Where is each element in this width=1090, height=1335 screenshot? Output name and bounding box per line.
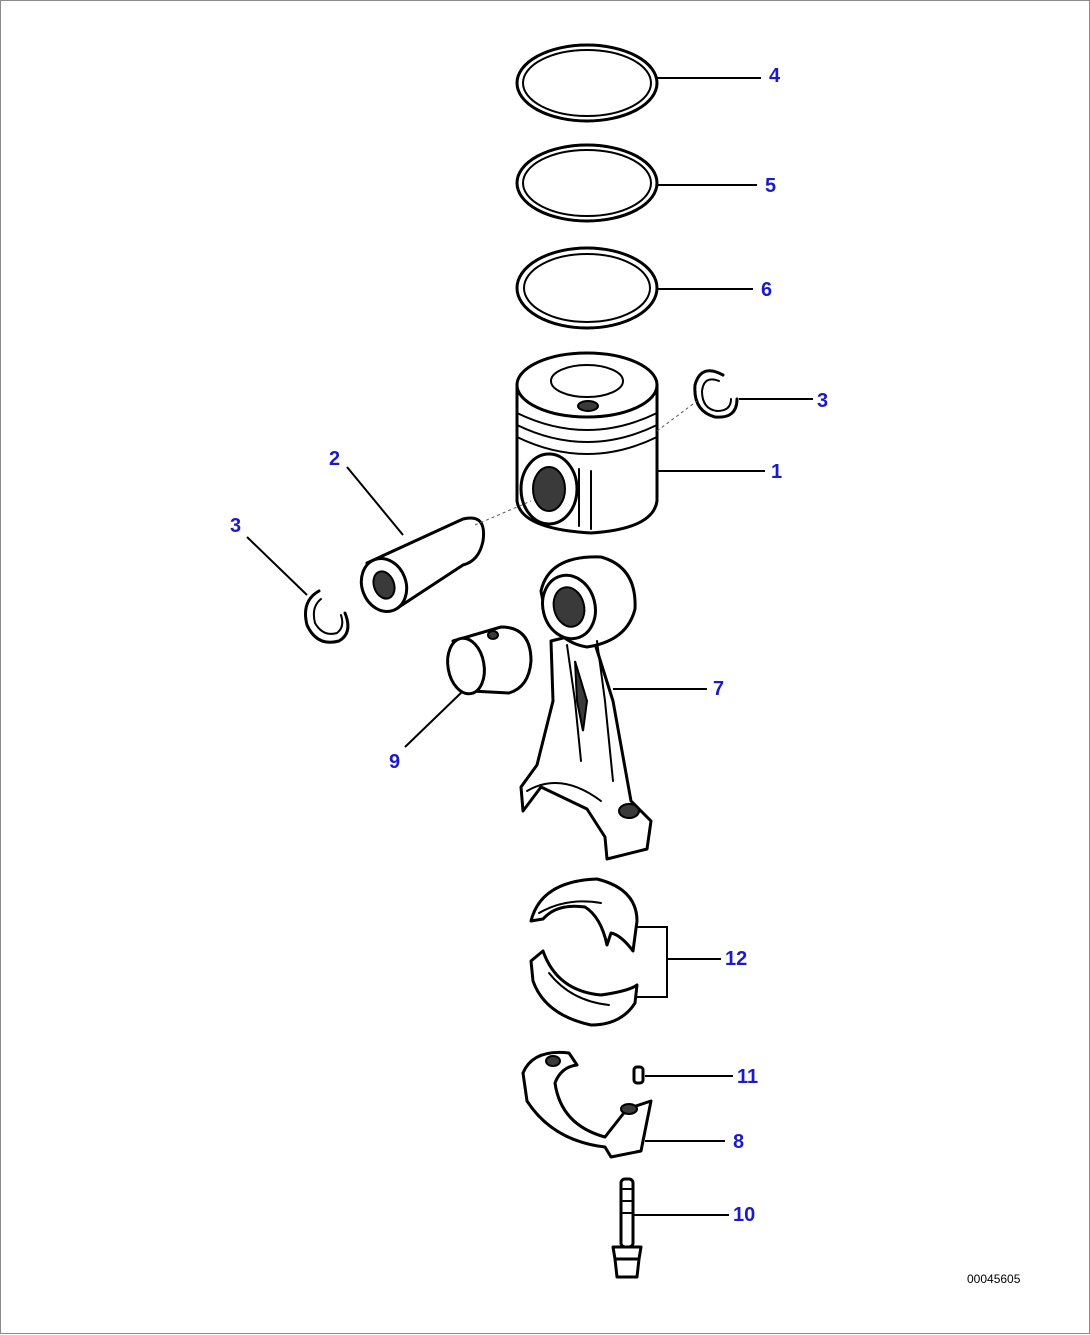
callout-1: 1 — [771, 461, 782, 483]
callout-4: 4 — [769, 65, 781, 87]
callout-2: 2 — [329, 448, 340, 470]
callout-3-right: 3 — [817, 390, 828, 412]
callout-12: 12 — [725, 948, 747, 970]
bushing-9 — [446, 625, 533, 696]
dowel-pin-11 — [632, 1065, 645, 1085]
snap-ring-3-right — [693, 369, 739, 419]
leader-9 — [404, 690, 464, 748]
snap-ring-3-left — [304, 589, 350, 644]
piston-ring-5 — [515, 143, 659, 223]
leader-2 — [346, 466, 404, 536]
callout-3-left: 3 — [230, 515, 241, 537]
callout-7: 7 — [713, 678, 724, 700]
bolt-10 — [611, 1177, 643, 1279]
callout-9: 9 — [389, 751, 400, 773]
assembly-axis-ring — [656, 400, 698, 432]
connecting-rod-7 — [519, 555, 653, 861]
rod-cap-8 — [521, 1050, 653, 1159]
piston-ring-6 — [515, 246, 659, 330]
piston-ring-4 — [515, 43, 659, 123]
callout-10: 10 — [733, 1204, 755, 1226]
callout-8: 8 — [733, 1131, 744, 1153]
figure-id: 00045605 — [967, 1272, 1021, 1286]
piston-pin-2 — [359, 516, 486, 613]
leader-3-left — [246, 536, 308, 596]
callout-5: 5 — [765, 175, 776, 197]
assembly-axis-pin — [474, 500, 532, 526]
leader-12 — [637, 926, 668, 998]
callout-6: 6 — [761, 279, 772, 301]
rod-bearing-12 — [529, 877, 639, 1027]
piston-1 — [515, 351, 659, 535]
callout-11: 11 — [737, 1066, 758, 1088]
